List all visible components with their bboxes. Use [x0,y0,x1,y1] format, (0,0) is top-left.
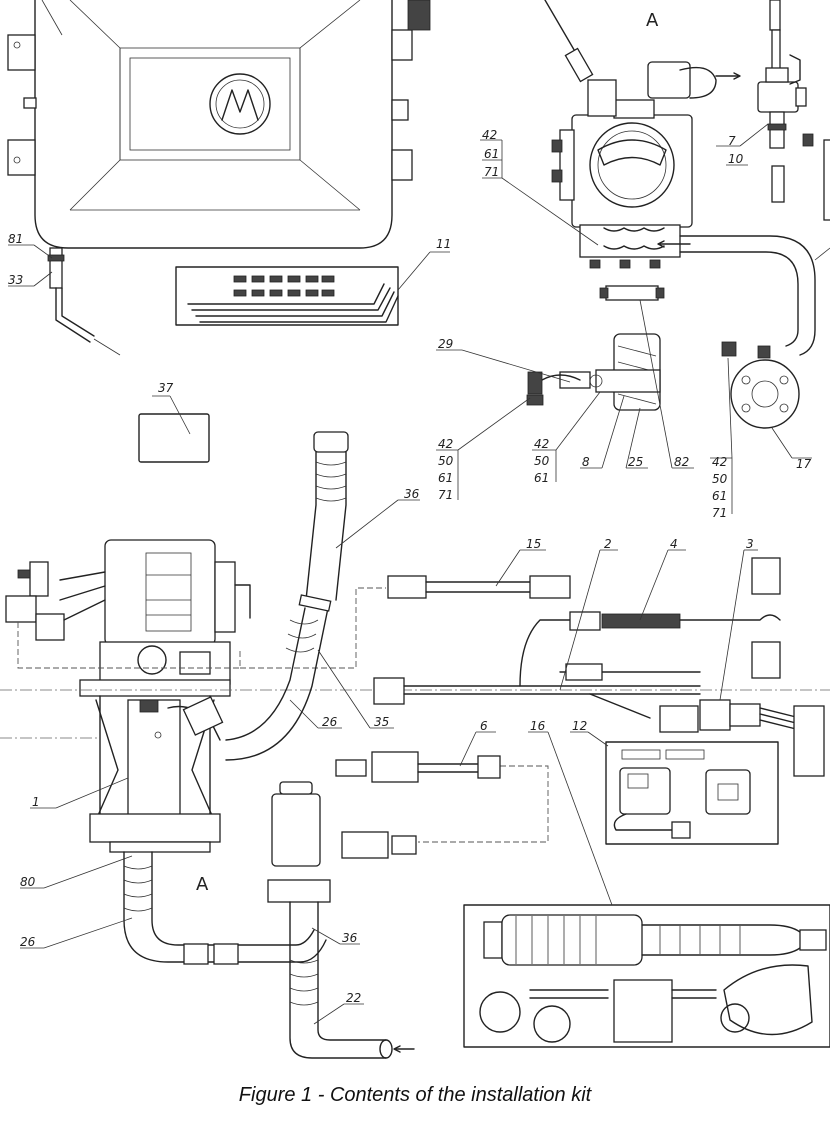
part-label-22: 22 [346,991,361,1005]
part-label-71: 71 [484,165,499,179]
view-label-a-marker: A [196,874,209,895]
solenoid-valve [267,781,417,1059]
part-label-37: 37 [158,381,174,395]
accessory-box [463,904,830,1048]
part-label-61: 61 [484,147,499,161]
part-label-8: 8 [582,455,590,469]
part-label-7: 7 [728,134,736,148]
part-label-81: 81 [8,232,23,246]
part-label-61: 61 [438,471,453,485]
part-label-50: 50 [534,454,550,468]
part-label-50: 50 [438,454,454,468]
part-label-11: 11 [436,237,451,251]
view-label-a: A [646,10,659,31]
control-panel-box [605,741,779,845]
part-label-6: 6 [480,719,488,733]
signal-wire [418,765,549,843]
part-label-42: 42 [438,437,453,451]
part-label-42: 42 [482,128,497,142]
wiring-harness-15 [387,575,571,599]
part-label-4: 4 [670,537,678,551]
installation-kit-drawing: A A 81 33 11 37 42 61 71 7 10 29 42 50 6… [0,0,830,1059]
mounting-clamp [526,285,665,411]
part-label-26: 26 [20,935,36,949]
part-label-82: 82 [674,455,689,469]
wiring-harness-6 [335,751,501,783]
part-label-29: 29 [438,337,453,351]
part-label-36: 36 [404,487,420,501]
part-label-71: 71 [438,488,453,502]
part-label-3: 3 [746,537,754,551]
part-label-61: 61 [712,489,727,503]
exhaust-pipe [123,851,327,965]
fuel-tank [7,0,431,249]
fuel-intake-pipe [47,247,121,356]
part-label-42: 42 [534,437,549,451]
part-label-33: 33 [8,273,23,287]
heater-unit [5,539,251,853]
part-label-35: 35 [374,715,389,729]
figure-caption: Figure 1 - Contents of the installation … [238,1084,592,1106]
fuel-pump-connector [757,0,830,221]
part-label-36: 36 [342,931,358,945]
part-label-16: 16 [530,719,546,733]
fastener-kit-box [175,251,450,326]
part-label-25: 25 [628,455,643,469]
exhaust-flange [721,341,800,429]
leader-lines [8,123,812,1025]
wiring-harness-main [373,557,825,777]
label-plate [138,395,210,463]
signal-wire [17,622,241,669]
part-label-10: 10 [728,152,744,166]
part-label-80: 80 [20,875,36,889]
air-pipe [225,431,349,761]
part-label-17: 17 [796,457,812,471]
brand-logo-icon [209,73,271,135]
part-label-15: 15 [526,537,541,551]
part-label-42: 42 [712,455,727,469]
part-label-2: 2 [604,537,612,551]
fuel-pump-assembly [544,0,830,356]
signal-wire [240,587,386,669]
part-label-12: 12 [572,719,587,733]
part-label-71: 71 [712,506,727,520]
part-label-50: 50 [712,472,728,486]
part-label-61: 61 [534,471,549,485]
part-label-1: 1 [32,795,40,809]
part-label-26: 26 [322,715,338,729]
